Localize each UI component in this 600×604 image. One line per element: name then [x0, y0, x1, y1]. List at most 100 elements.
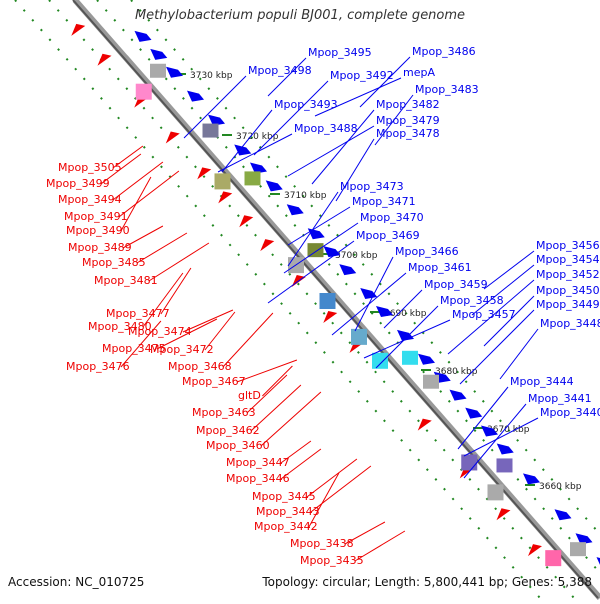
- forward-gene-label: Mpop_3478: [376, 127, 440, 140]
- reverse-gene-label: gltD: [238, 389, 261, 402]
- gene-block: [351, 329, 367, 345]
- forward-gene-label: Mpop_3441: [528, 392, 592, 405]
- tick-label: 3700 kbp: [335, 251, 378, 261]
- forward-gene-label: Mpop_3457: [452, 308, 516, 321]
- gene-block: [245, 171, 261, 185]
- forward-gene-arrow: [135, 31, 152, 42]
- forward-gene-arrow: [339, 264, 356, 275]
- gene-block: [488, 484, 504, 500]
- forward-gene-arrow: [150, 49, 167, 60]
- reverse-gene-arrow: [323, 311, 337, 323]
- forward-leader-line: [500, 329, 538, 379]
- reverse-leader-line: [311, 466, 371, 512]
- backbone-shadow: [75, 0, 600, 598]
- reverse-gene-label: Mpop_3467: [182, 375, 246, 388]
- forward-gene-label: Mpop_3479: [376, 114, 440, 127]
- forward-gene-label: Mpop_3440: [540, 406, 600, 419]
- reverse-gene-label: Mpop_3468: [168, 360, 232, 373]
- forward-gene-label: Mpop_3471: [352, 195, 416, 208]
- gene-block: [136, 84, 152, 100]
- forward-gene-label: Mpop_3444: [510, 375, 574, 388]
- reverse-gene-label: Mpop_3476: [66, 360, 130, 373]
- gene-block: [461, 454, 477, 470]
- reverse-gene-label: Mpop_3485: [82, 256, 146, 269]
- forward-gene-arrow: [266, 180, 283, 191]
- forward-gene-arrow: [465, 408, 482, 419]
- gene-block: [215, 173, 231, 189]
- forward-gene-label: Mpop_3458: [440, 294, 504, 307]
- reverse-gene-label: Mpop_3447: [226, 456, 290, 469]
- reverse-gene-label: Mpop_3490: [66, 224, 130, 237]
- tick-label: 3730 kbp: [190, 71, 233, 81]
- gene-block: [570, 542, 586, 556]
- gene-block: [545, 550, 561, 566]
- reverse-gene-label: Mpop_3494: [58, 193, 122, 206]
- reverse-leader-line: [149, 243, 209, 281]
- forward-gene-label: Mpop_3473: [340, 180, 404, 193]
- reverse-gene-arrow: [418, 419, 432, 431]
- reverse-gene-label: Mpop_3505: [58, 161, 122, 174]
- reverse-gene-arrow: [260, 239, 274, 251]
- forward-leader-line: [484, 251, 534, 289]
- reverse-gene-label: Mpop_3491: [64, 210, 128, 223]
- reverse-gene-label: Mpop_3443: [256, 505, 320, 518]
- gene-block: [372, 353, 388, 369]
- reverse-gene-label: Mpop_3435: [300, 554, 364, 567]
- forward-gene-label: Mpop_3459: [424, 278, 488, 291]
- gene-block: [150, 64, 166, 78]
- forward-gene-label: Mpop_3482: [376, 98, 440, 111]
- gene-block: [402, 351, 418, 365]
- forward-gene-label: Mpop_3448: [540, 317, 600, 330]
- forward-gene-label: Mpop_3492: [330, 69, 394, 82]
- reverse-gene-arrow: [71, 24, 85, 36]
- forward-leader-line: [460, 310, 534, 384]
- reverse-gene-label: Mpop_3489: [68, 241, 132, 254]
- forward-gene-label: Mpop_3469: [356, 229, 420, 242]
- forward-gene-label: Mpop_3456: [536, 239, 600, 252]
- topology-text: Topology: circular; Length: 5,800,441 bp…: [262, 575, 592, 589]
- forward-gene-label: Mpop_3488: [294, 122, 358, 135]
- reverse-leader-line: [121, 177, 151, 231]
- forward-gene-arrow: [187, 91, 204, 102]
- reverse-gene-label: Mpop_3481: [94, 274, 158, 287]
- reverse-gene-label: Mpop_3462: [196, 424, 260, 437]
- reverse-gene-label: Mpop_3438: [290, 537, 354, 550]
- gene-block: [320, 293, 336, 309]
- gene-block: [203, 124, 219, 138]
- reverse-gene-label: Mpop_3442: [254, 520, 318, 533]
- reverse-gene-arrow: [528, 544, 542, 556]
- forward-gene-arrow: [166, 67, 183, 78]
- forward-gene-arrow: [497, 444, 514, 455]
- forward-gene-label: Mpop_3454: [536, 253, 600, 266]
- forward-gene-label: Mpop_3498: [248, 64, 312, 77]
- gene-block: [497, 458, 513, 472]
- forward-gene-arrow: [555, 509, 572, 520]
- reverse-gene-label: Mpop_3499: [46, 177, 110, 190]
- outer-right-guide: [131, 0, 600, 598]
- forward-gene-arrow: [523, 473, 540, 484]
- reverse-gene-label: Mpop_3445: [252, 490, 316, 503]
- reverse-gene-label: Mpop_3477: [106, 307, 170, 320]
- reverse-gene-label: Mpop_3472: [150, 343, 214, 356]
- forward-gene-label: Mpop_3470: [360, 211, 424, 224]
- forward-gene-label: mepA: [403, 66, 435, 79]
- reverse-gene-label: Mpop_3446: [226, 472, 290, 485]
- reverse-gene-arrow: [98, 54, 112, 66]
- forward-gene-label: Mpop_3450: [536, 284, 600, 297]
- accession-text: Accession: NC_010725: [8, 575, 144, 589]
- map-title: Methylobacterium populi BJ001, complete …: [0, 8, 600, 23]
- tick-label: 3660 kbp: [539, 482, 582, 492]
- tick-label: 3710 kbp: [284, 191, 327, 201]
- forward-gene-label: Mpop_3486: [412, 45, 476, 58]
- reverse-gene-arrow: [218, 191, 232, 203]
- forward-leader-line: [355, 257, 393, 331]
- forward-gene-label: Mpop_3449: [536, 298, 600, 311]
- gene-block: [423, 375, 439, 389]
- forward-gene-label: Mpop_3483: [415, 83, 479, 96]
- reverse-leader-line: [261, 392, 321, 446]
- reverse-leader-line: [223, 313, 273, 367]
- reverse-gene-label: Mpop_3460: [206, 439, 270, 452]
- forward-gene-arrow: [287, 204, 304, 215]
